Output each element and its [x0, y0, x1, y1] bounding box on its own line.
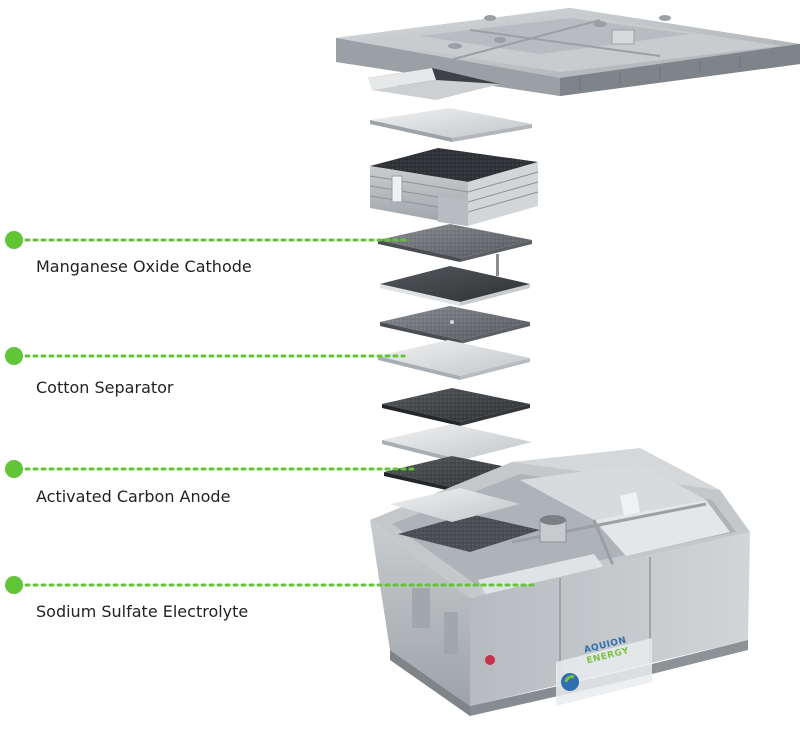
callout-label-cathode: Manganese Oxide Cathode: [36, 257, 252, 276]
top-plate-2: [370, 108, 532, 142]
callout-label-separator: Cotton Separator: [36, 378, 174, 397]
plate-separator: [378, 340, 530, 380]
collector-stack: [369, 148, 539, 226]
plate-collector-1: [380, 254, 530, 306]
callout-leader-1: [5, 231, 408, 249]
top-plate-1: [368, 68, 500, 100]
plate-anode-1: [382, 388, 530, 426]
callout-leaders: [5, 231, 538, 594]
callout-label-anode: Activated Carbon Anode: [36, 487, 231, 506]
base-housing: [370, 448, 750, 716]
callout-leader-4: [5, 576, 538, 594]
plate-cathode-1: [378, 224, 532, 262]
callout-label-electrolyte: Sodium Sulfate Electrolyte: [36, 602, 249, 621]
plate-cathode-2: [380, 306, 530, 344]
callout-leader-3: [5, 460, 416, 478]
callout-leader-2: [5, 347, 406, 365]
plate-collector-2: [382, 424, 532, 464]
